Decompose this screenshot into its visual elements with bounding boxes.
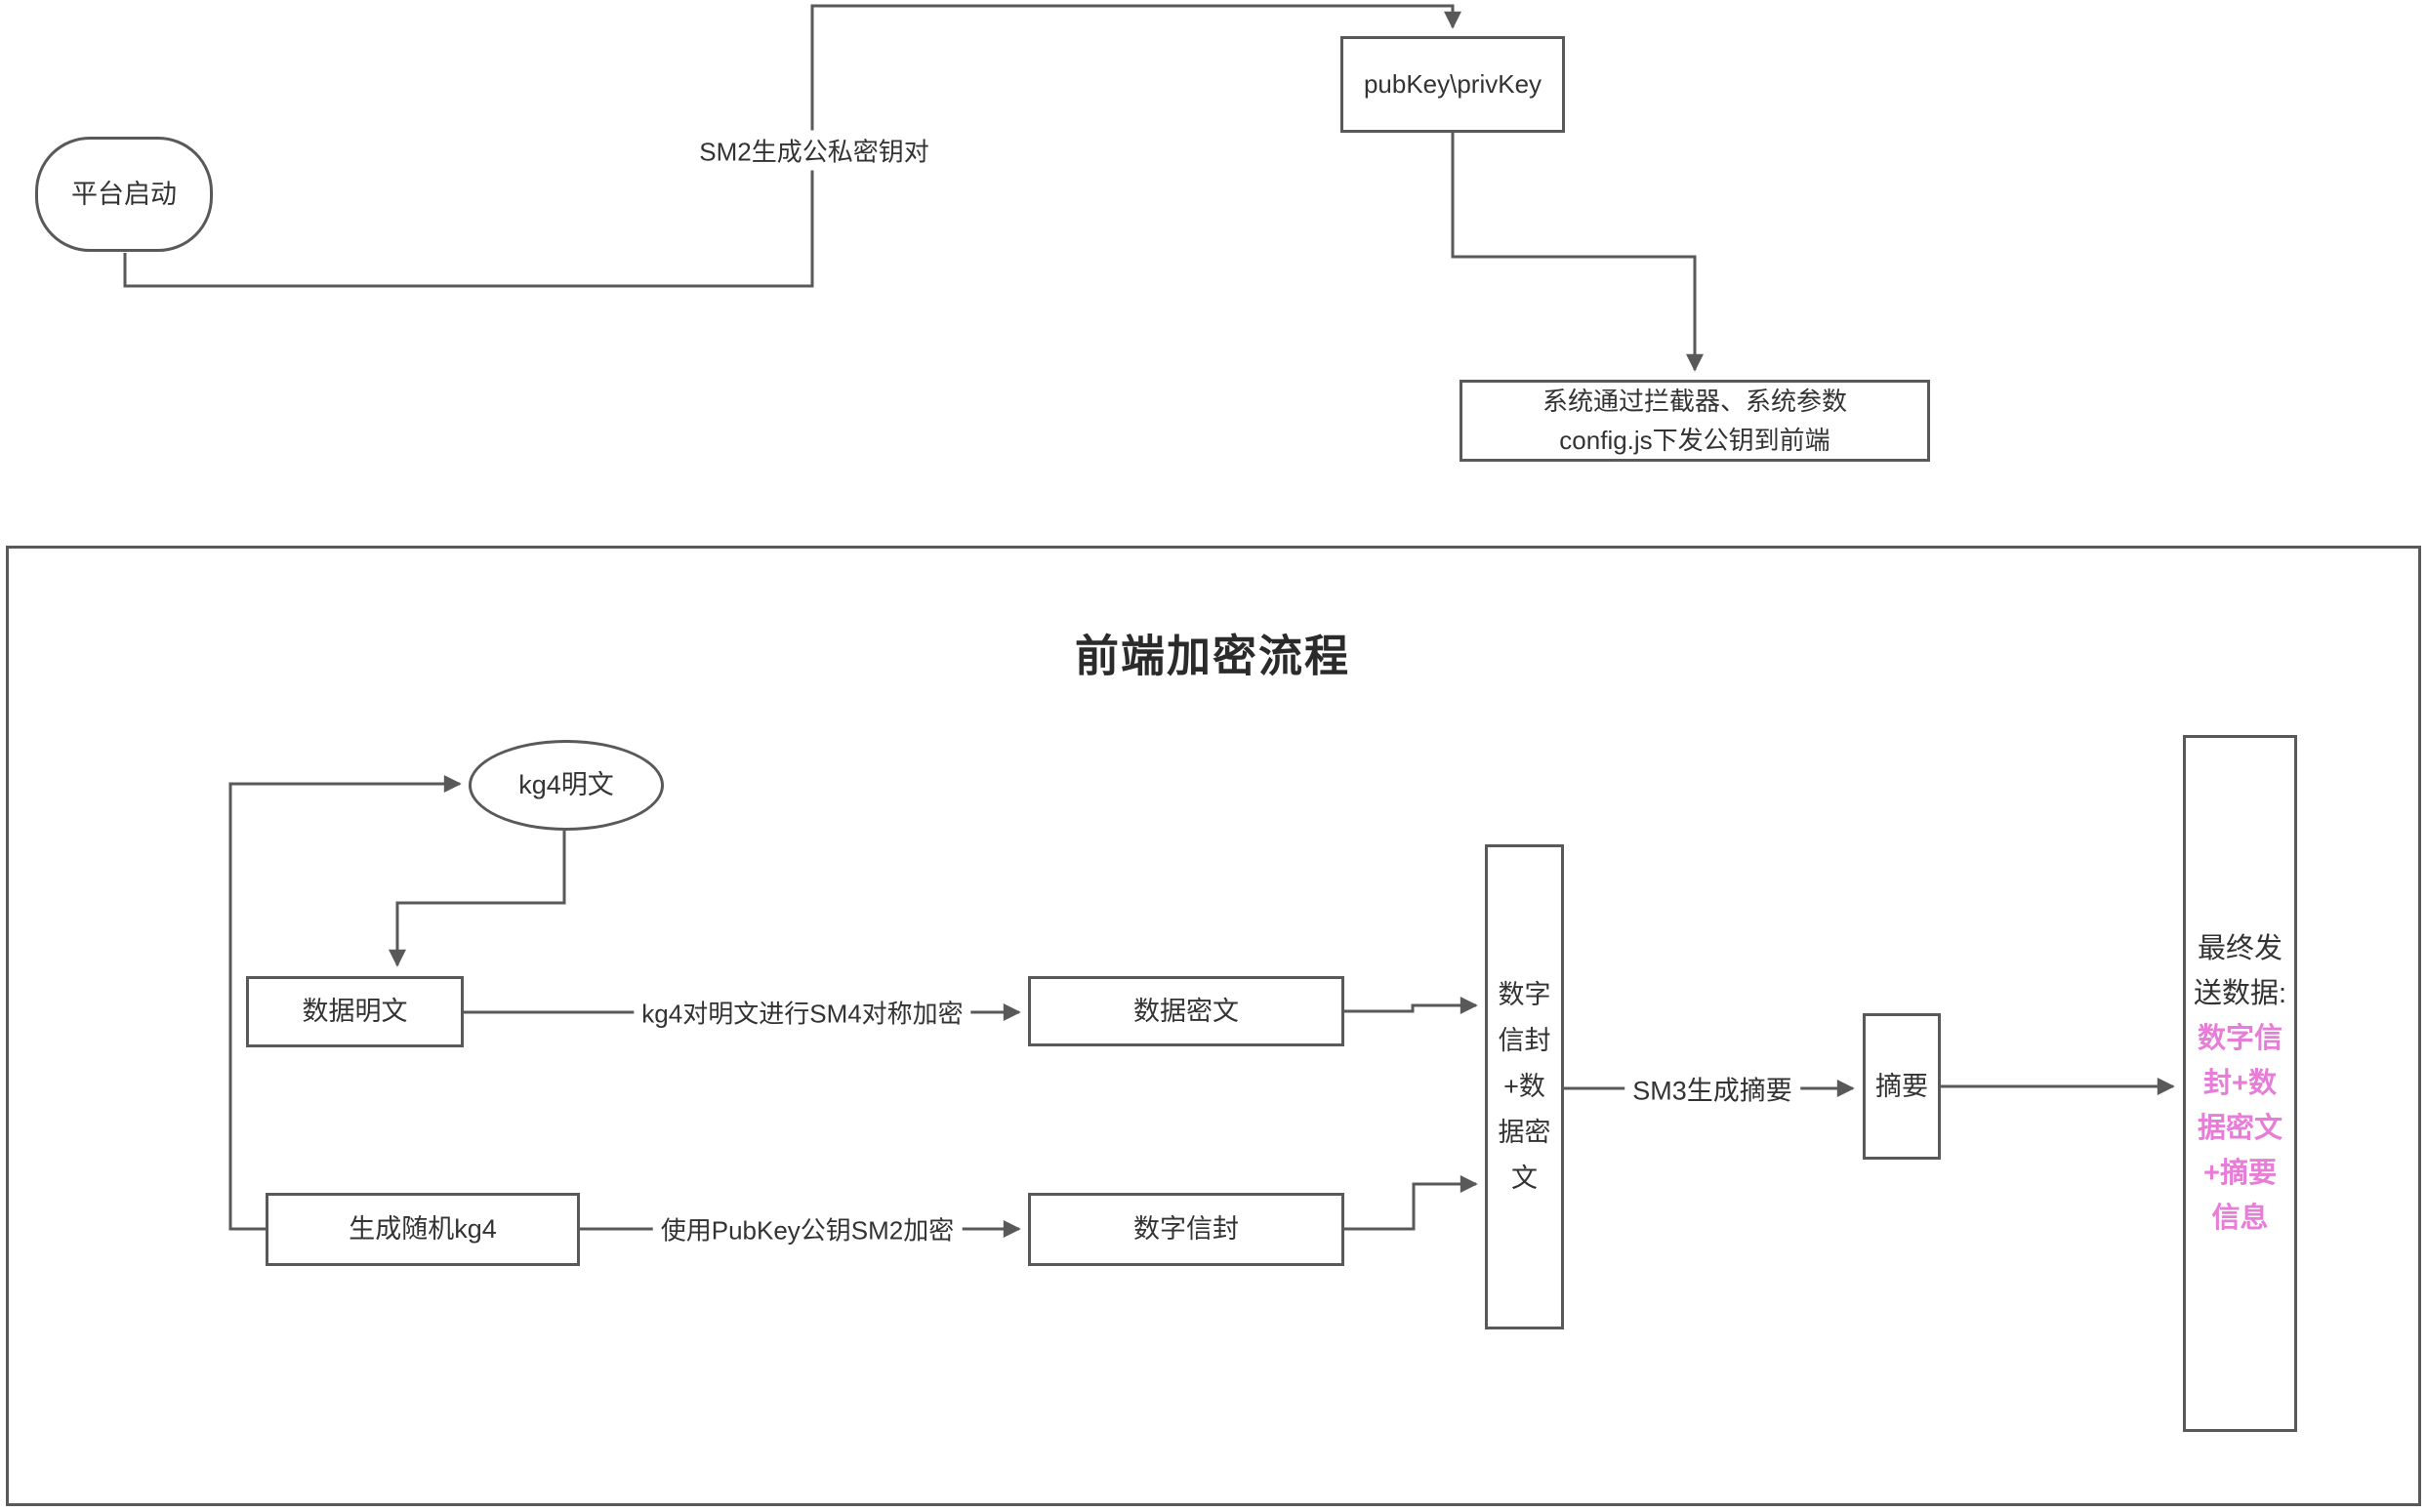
final-send-highlight: 数字信封+数据密文+摘要信息	[2197, 1023, 2282, 1234]
envelope-node: 数字信封	[1028, 1193, 1344, 1266]
frontend-flow-container	[6, 546, 2421, 1506]
digest-node-label: 摘要	[1875, 1071, 1928, 1101]
connector-genkg4-to-kg4plain	[228, 775, 462, 1231]
start-node: 平台启动	[35, 137, 213, 252]
start-node-label: 平台启动	[71, 179, 177, 209]
kg4-plain-node-label: kg4明文	[518, 770, 614, 800]
data-cipher-node: 数据密文	[1028, 976, 1344, 1046]
kg4-plain-node: kg4明文	[469, 740, 664, 831]
sm2-keygen-label: SM2生成公私密钥对	[691, 130, 937, 171]
connector-datacipher-to-combined	[1344, 997, 1478, 1014]
final-send-prefix: 最终发送数据:	[2193, 933, 2287, 1009]
connector-envelope-to-combined	[1344, 1175, 1478, 1231]
frontend-flow-title: 前端加密流程	[1074, 631, 1351, 681]
gen-kg4-node: 生成随机kg4	[266, 1193, 580, 1266]
digest-node: 摘要	[1863, 1013, 1941, 1160]
keypair-node-label: pubKey\privKey	[1363, 68, 1542, 99]
connector-keypair-to-distribute	[1451, 133, 1704, 372]
data-cipher-node-label: 数据密文	[1133, 996, 1239, 1026]
combined-envelope-cipher-node: 数字信封+数据密文	[1485, 844, 1564, 1329]
sm4-encrypt-label: kg4对明文进行SM4对称加密	[634, 992, 971, 1033]
data-plain-node-label: 数据明文	[302, 997, 408, 1027]
connector-kg4plain-to-dataplain	[389, 831, 566, 967]
keypair-node: pubKey\privKey	[1340, 36, 1565, 133]
sm3-digest-label: SM3生成摘要	[1624, 1067, 1800, 1110]
sm2-encrypt-label: 使用PubKey公钥SM2加密	[652, 1208, 963, 1249]
gen-kg4-node-label: 生成随机kg4	[349, 1214, 497, 1245]
combined-node-label: 数字信封+数据密文	[1498, 980, 1551, 1193]
final-send-node: 最终发送数据: 数字信封+数据密文+摘要信息	[2183, 735, 2297, 1432]
envelope-node-label: 数字信封	[1133, 1214, 1239, 1245]
data-plain-node: 数据明文	[246, 976, 464, 1047]
